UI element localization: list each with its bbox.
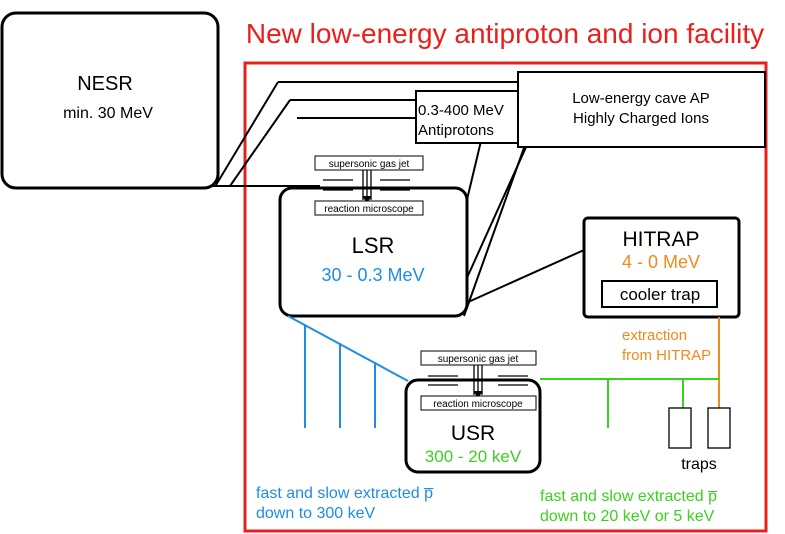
lsr-to-hitrap-line — [465, 249, 585, 304]
usr-target-lines — [428, 365, 528, 395]
lsr-microscope-label: reaction microscope — [324, 204, 414, 215]
antiprotons-energy: 0.3-400 MeV — [418, 102, 504, 119]
nesr-to-top-line — [215, 81, 279, 186]
extraction-line1: extraction — [622, 327, 687, 344]
antiprotons-box — [415, 90, 525, 144]
lsr-name: LSR — [352, 233, 395, 258]
blue-main-line — [287, 315, 409, 382]
cooler-trap-box — [601, 280, 718, 308]
lsr-to-cave-line-2 — [465, 144, 528, 281]
antiprotons-label: Antiprotons — [418, 122, 494, 139]
lsr-energy: 30 - 0.3 MeV — [321, 265, 424, 285]
usr-microscope-label: reaction microscope — [433, 399, 523, 410]
blue-note-line2: down to 300 keV — [256, 505, 376, 522]
hitrap-energy: 4 - 0 MeV — [622, 252, 700, 272]
usr-gas-jet-assembly: supersonic gas jet reaction microscope — [420, 350, 537, 411]
diagram-title: New low-energy antiproton and ion facili… — [246, 18, 764, 49]
lsr-microscope-box — [314, 200, 424, 216]
traps-label: traps — [681, 456, 717, 473]
beamline-connections — [13, 81, 585, 317]
nesr-to-middle-line — [229, 99, 291, 187]
blue-beamlines — [287, 315, 409, 428]
lsr-ring — [278, 186, 469, 318]
lsr-jet-arrow — [362, 196, 372, 203]
green-beamlines — [540, 378, 720, 428]
lsr-target-lines — [323, 170, 410, 200]
usr-gas-jet-label: supersonic gas jet — [438, 354, 519, 365]
cave-line2: Highly Charged Ions — [573, 110, 709, 127]
cave-line1: Low-energy cave AP — [572, 90, 710, 107]
green-note-line1: fast and slow extracted p̅ — [540, 488, 718, 505]
usr-microscope-box — [420, 395, 537, 411]
nesr-box — [0, 11, 220, 190]
hitrap-name: HITRAP — [622, 228, 699, 251]
nesr-energy: min. 30 MeV — [63, 105, 153, 122]
facility-boundary — [243, 61, 768, 533]
cave-box — [517, 71, 766, 148]
extraction-line2: from HITRAP — [622, 347, 711, 364]
lsr-gas-jet-assembly: supersonic gas jet reaction microscope — [314, 155, 424, 216]
blue-note-line1: fast and slow extracted p̅ — [256, 485, 434, 502]
trap-2 — [707, 407, 731, 449]
lsr-gas-jet-box — [314, 155, 424, 171]
green-note-line2: down to 20 keV or 5 keV — [540, 508, 715, 525]
usr-energy: 300 - 20 keV — [425, 447, 522, 466]
cooler-trap-label: cooler trap — [620, 285, 700, 304]
usr-name: USR — [451, 422, 495, 445]
nesr-name: NESR — [77, 73, 133, 95]
lsr-gas-jet-label: supersonic gas jet — [329, 159, 410, 170]
trap-1 — [668, 407, 692, 449]
usr-jet-arrow — [473, 391, 483, 398]
